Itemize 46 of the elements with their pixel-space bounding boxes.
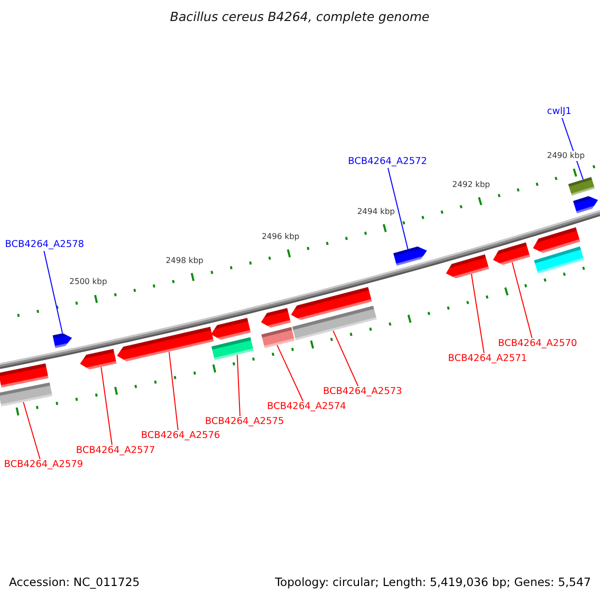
- gene-label: BCB4264_A2570: [498, 338, 578, 350]
- scale-label: 2490 kbp: [547, 151, 585, 162]
- gene-block: [493, 242, 530, 265]
- gene-block: [393, 246, 427, 266]
- feature-bar: [211, 337, 254, 360]
- gene-block: [261, 308, 291, 328]
- leader-line: [44, 250, 63, 334]
- scale-label: 2496 kbp: [262, 232, 300, 242]
- gene-block: [52, 333, 72, 348]
- gene-label: BCB4264_A2572: [348, 156, 428, 168]
- scale-label: 2494 kbp: [357, 206, 395, 217]
- leader-line: [22, 402, 40, 460]
- gene-block: [80, 348, 117, 370]
- gene-label: cwlJ1: [547, 106, 572, 118]
- gene-block: [573, 196, 598, 214]
- gene-label: BCB4264_A2578: [5, 239, 84, 251]
- leader-line: [388, 168, 408, 250]
- accession-text: Accession: NC_011725: [9, 575, 140, 589]
- feature-bar: [261, 327, 295, 348]
- gene-block: [446, 254, 490, 278]
- gene-label: BCB4264_A2574: [267, 401, 346, 413]
- leader-line: [332, 330, 358, 386]
- scale-label: 2498 kbp: [166, 256, 204, 266]
- leader-line: [100, 366, 112, 446]
- gene-block: [0, 363, 49, 388]
- diagram-title: Bacillus cereus B4264, complete genome: [170, 9, 430, 25]
- gene-label: BCB4264_A2577: [76, 445, 156, 457]
- leader-line: [236, 354, 240, 416]
- gene-label: BCB4264_A2575: [205, 416, 284, 428]
- leader-line: [512, 262, 532, 338]
- leader-line: [168, 351, 178, 430]
- gene-label: BCB4264_A2571: [448, 353, 528, 365]
- leader-line: [276, 344, 304, 402]
- scale-label: 2500 kbp: [69, 277, 108, 288]
- genome-summary-text: Topology: circular; Length: 5,419,036 bp; Genes: 5,547: [275, 575, 591, 589]
- gene-block: [533, 227, 580, 253]
- gene-block: [211, 318, 251, 340]
- gene-label: BCB4264_A2576: [141, 430, 220, 442]
- leader-line: [470, 274, 484, 354]
- feature-bar: [0, 382, 52, 406]
- feature-bar: [534, 246, 584, 274]
- gene-label: BCB4264_A2579: [4, 459, 84, 471]
- feature-bar: [568, 176, 595, 196]
- gene-label: BCB4264_A2573: [323, 386, 402, 398]
- gene-block: [291, 286, 372, 320]
- scale-label: 2492 kbp: [452, 180, 490, 190]
